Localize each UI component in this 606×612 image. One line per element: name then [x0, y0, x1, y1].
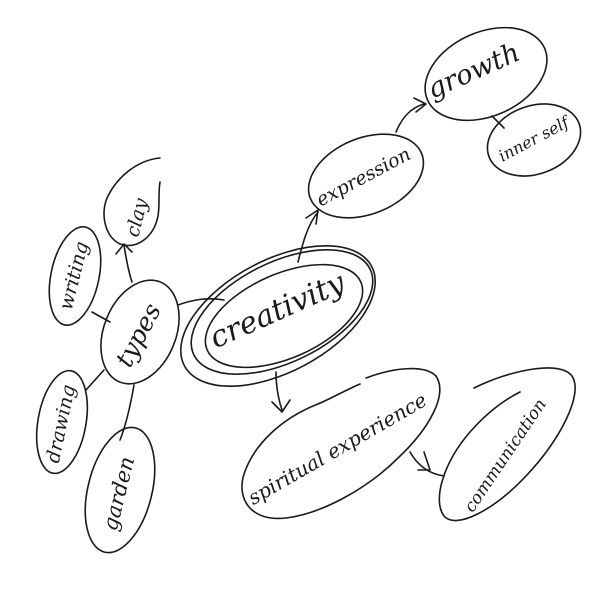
- edge-spiritual-communication: [409, 451, 445, 477]
- node-writing-label: writing: [55, 239, 93, 312]
- edge-growth-inner-self: [491, 115, 505, 129]
- edge-types-clay: [123, 244, 133, 283]
- node-spiritual-experience-label: spiritual experience: [244, 388, 431, 510]
- edge-creativity-types: [177, 298, 225, 306]
- node-garden-outline: [84, 426, 156, 554]
- connectors: [85, 103, 505, 477]
- node-creativity-outline-mid: [190, 249, 374, 375]
- node-expression-outline: [307, 133, 425, 219]
- node-drawing-outline: [35, 369, 89, 475]
- node-garden-label: garden: [98, 454, 140, 533]
- node-creativity-outline-outer: [179, 245, 377, 387]
- arrowheads: [115, 97, 431, 471]
- arrowhead-spiritual: [271, 399, 291, 413]
- arrowhead-growth: [413, 97, 427, 113]
- node-growth-outline: [424, 26, 548, 122]
- node-types-label: types: [110, 298, 167, 371]
- node-inner-self-outline: [486, 103, 582, 177]
- node-types-outline: [100, 279, 180, 385]
- node-growth: growth: [423, 26, 548, 122]
- node-creativity-outline-inner: [204, 263, 364, 369]
- node-spiritual-experience: spiritual experience: [241, 367, 441, 520]
- arrowhead-expression: [305, 209, 319, 225]
- node-writing: writing: [48, 226, 102, 326]
- node-types: types: [100, 279, 180, 385]
- node-growth-label: growth: [423, 37, 525, 105]
- node-writing-outline: [48, 226, 102, 326]
- node-communication: communication: [438, 367, 576, 522]
- node-clay-label: clay: [122, 196, 153, 239]
- node-communication-outline: [438, 367, 576, 522]
- edge-creativity-spiritual: [275, 371, 283, 411]
- node-spiritual-experience-outline: [241, 367, 441, 520]
- node-drawing: drawing: [35, 369, 89, 475]
- arrowhead-communication: [417, 451, 431, 471]
- node-inner-self-label: inner self: [495, 111, 574, 165]
- node-drawing-label: drawing: [42, 383, 80, 465]
- node-communication-label: communication: [460, 395, 551, 516]
- edge-types-drawing: [85, 369, 105, 391]
- node-clay-outline: [103, 157, 161, 247]
- node-clay: clay: [103, 157, 161, 247]
- node-inner-self: inner self: [486, 103, 582, 177]
- edge-expression-growth: [395, 103, 425, 133]
- node-garden: garden: [84, 426, 156, 554]
- arrowhead-clay: [115, 243, 133, 255]
- node-creativity: creativity: [179, 245, 377, 387]
- edge-types-writing: [91, 311, 111, 323]
- edge-creativity-expression: [297, 211, 319, 263]
- edge-types-garden: [119, 384, 135, 441]
